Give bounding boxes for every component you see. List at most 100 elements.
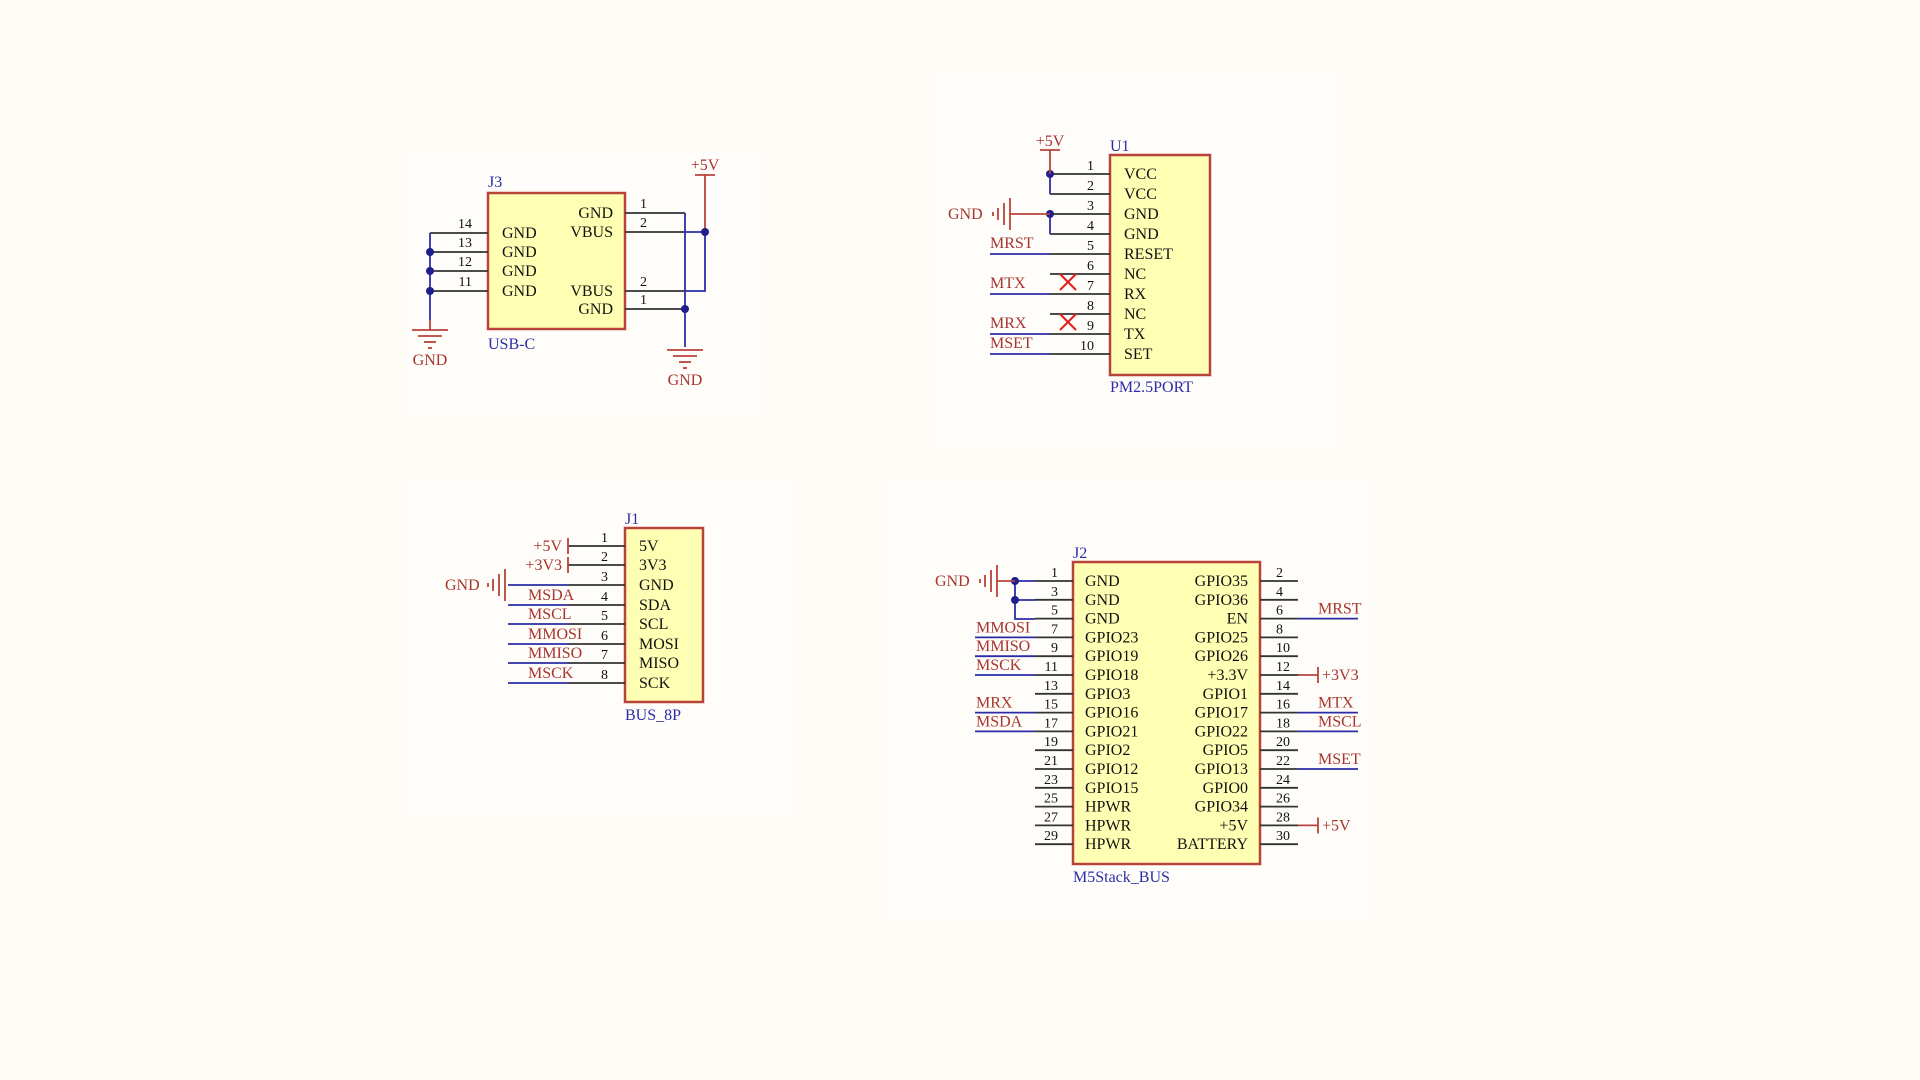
j1-net-label: MSDA xyxy=(528,587,575,604)
j2-pin-label: GPIO36 xyxy=(1195,592,1248,609)
j2-power-label: +3V3 xyxy=(1322,667,1359,684)
u1-pin-label: SET xyxy=(1124,346,1153,363)
j3-pin-label: GND xyxy=(502,225,537,242)
junction-dot xyxy=(681,305,689,313)
j2-pin-label: GPIO16 xyxy=(1085,705,1138,722)
j3-pin-label: GND xyxy=(578,301,613,318)
j2-pin-number: 8 xyxy=(1276,622,1283,637)
u1-net-label: MRST xyxy=(990,235,1034,252)
j3-pin-number: 2 xyxy=(640,216,647,231)
j1-body xyxy=(623,526,705,704)
j3-value: USB-C xyxy=(488,336,535,353)
j1-pin-number: 7 xyxy=(601,648,608,663)
j3-vbus-wire xyxy=(685,231,706,292)
j1-net-label: MSCK xyxy=(528,665,574,682)
u1-pin-label: NC xyxy=(1124,266,1146,283)
u1-pin-number: 3 xyxy=(1087,199,1094,214)
j1-pin-number: 8 xyxy=(601,668,608,683)
j2-pin-number: 9 xyxy=(1051,641,1058,656)
u1-pin-label: RX xyxy=(1124,286,1147,303)
junction-dot xyxy=(1011,596,1019,604)
j1-value: BUS_8P xyxy=(625,707,681,724)
j2-pin-label: GPIO1 xyxy=(1203,686,1248,703)
j1-net-label: MMOSI xyxy=(528,626,582,643)
j1-designator: J1 xyxy=(625,511,639,528)
j2-pin-number: 1 xyxy=(1051,566,1058,581)
u1-value: PM2.5PORT xyxy=(1110,379,1193,396)
schematic-layer: J3USB-C14GND13GND12GND11GND1GND2VBUS2VBU… xyxy=(412,133,1362,886)
j2-pin-label: GPIO21 xyxy=(1085,723,1138,740)
j2-pin-number: 12 xyxy=(1276,660,1290,675)
j2-pin-number: 29 xyxy=(1044,829,1058,844)
j2-pin-number: 7 xyxy=(1051,622,1058,637)
junction-dot xyxy=(426,248,434,256)
j2-pin-label: GPIO22 xyxy=(1195,723,1248,740)
j2-pin-number: 20 xyxy=(1276,735,1290,750)
j2-pin-number: 10 xyxy=(1276,641,1290,656)
j1-pin-number: 1 xyxy=(601,531,608,546)
u1-pin-label: TX xyxy=(1124,326,1146,343)
gnd-label: GND xyxy=(445,577,480,594)
j2-pin-number: 26 xyxy=(1276,792,1290,807)
panel-j1 xyxy=(405,480,795,820)
j2-pin-label: GPIO18 xyxy=(1085,667,1138,684)
j1-pin-number: 2 xyxy=(601,550,608,565)
no-connect-mark xyxy=(1059,273,1077,291)
gnd-label: GND xyxy=(413,352,448,369)
j2-pin-number: 22 xyxy=(1276,754,1290,769)
j2-pin-label: GPIO15 xyxy=(1085,780,1138,797)
u1-pin-number: 4 xyxy=(1087,219,1094,234)
j2-pin-label: GPIO3 xyxy=(1085,686,1130,703)
j2-pin-number: 13 xyxy=(1044,679,1058,694)
j2-pin-label: GPIO17 xyxy=(1195,705,1248,722)
j2-pin-label: GPIO19 xyxy=(1085,648,1138,665)
j2-pin-number: 6 xyxy=(1276,604,1283,619)
j2-pin-number: 17 xyxy=(1044,716,1058,731)
j1-pin-label: SCL xyxy=(639,616,668,633)
j1-pin-number: 5 xyxy=(601,609,608,624)
j3-pin-label: GND xyxy=(578,205,613,222)
j2-net-label: MSCL xyxy=(1318,713,1362,730)
j2-pin-label: GPIO5 xyxy=(1203,742,1248,759)
j2-pin-number: 2 xyxy=(1276,566,1283,581)
u1-pin-label: VCC xyxy=(1124,166,1157,183)
j2-net-label: MSDA xyxy=(976,713,1023,730)
j2-pin-number: 25 xyxy=(1044,792,1058,807)
j2-pin-label: GPIO0 xyxy=(1203,780,1248,797)
j2-power-label: +5V xyxy=(1322,817,1351,834)
u1-pin-label: GND xyxy=(1124,226,1159,243)
j2-pin-number: 19 xyxy=(1044,735,1058,750)
j1-pin-number: 6 xyxy=(601,629,608,644)
no-connect-mark xyxy=(1059,313,1077,331)
u1-pin-number: 6 xyxy=(1087,259,1094,274)
u1-pin-number: 9 xyxy=(1087,319,1094,334)
j2-pin-label: +5V xyxy=(1219,817,1248,834)
j1-net-label: MMISO xyxy=(528,645,582,662)
j2-net-label: MSET xyxy=(1318,751,1361,768)
j2-pin-number: 30 xyxy=(1276,829,1290,844)
j2-pin-label: GPIO2 xyxy=(1085,742,1130,759)
j1-pin-label: SDA xyxy=(639,597,671,614)
j2-pin-label: GPIO34 xyxy=(1195,799,1248,816)
j1-pin-number: 4 xyxy=(601,590,608,605)
j1-pin-label: GND xyxy=(639,577,674,594)
u1-designator: U1 xyxy=(1110,138,1130,155)
j3-pin-number: 13 xyxy=(458,236,472,251)
u1-pin-number: 10 xyxy=(1080,339,1094,354)
j2-net-label: MRX xyxy=(976,695,1013,712)
u1-net-label: MTX xyxy=(990,275,1026,292)
j2-pin-number: 23 xyxy=(1044,773,1058,788)
j2-pin-label: +3.3V xyxy=(1207,667,1248,684)
j1-power-label: +5V xyxy=(533,538,562,555)
j2-pin-number: 18 xyxy=(1276,716,1290,731)
j3-pin-label: GND xyxy=(502,263,537,280)
j2-pin-label: GPIO25 xyxy=(1195,629,1248,646)
j3-pin-number: 12 xyxy=(458,255,472,270)
j2-pin-number: 16 xyxy=(1276,698,1290,713)
j1-power-label: +3V3 xyxy=(525,557,562,574)
j2-designator: J2 xyxy=(1073,545,1087,562)
j2-pin-label: BATTERY xyxy=(1177,836,1249,853)
plus5v-label: +5V xyxy=(1036,133,1065,150)
j2-pin-label: GPIO35 xyxy=(1195,573,1248,590)
